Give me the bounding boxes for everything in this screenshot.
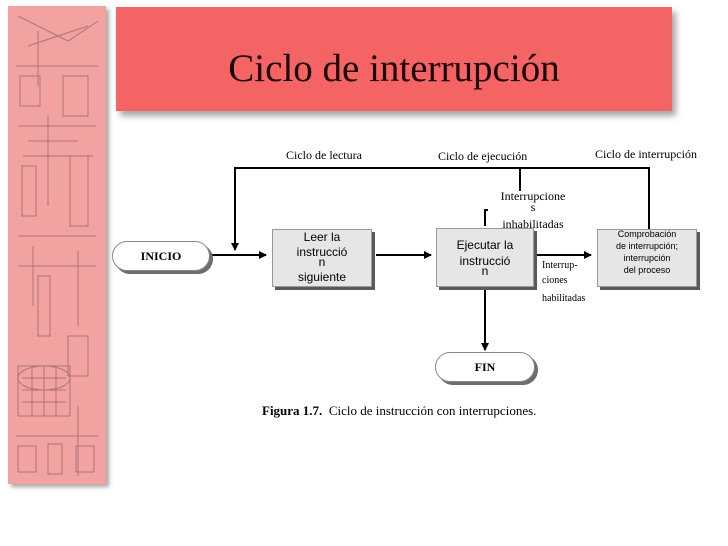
node-text-line: n	[481, 264, 489, 278]
phase-label-execute: Ciclo de ejecución	[438, 149, 528, 163]
phase-label-read: Ciclo de lectura	[286, 148, 362, 162]
node-text-line: Ejecutar la	[456, 238, 514, 252]
phase-label-interrupt: Ciclo de interrupción	[595, 147, 697, 161]
label-interrupts-enabled: Interrup- ciones habilitadas	[542, 258, 585, 306]
node-start: INICIO	[112, 241, 210, 271]
decorative-side-strip	[8, 6, 106, 484]
label-interrupts-disabled: Interrupcione s inhabilitadas	[488, 189, 578, 231]
figure-number: Figura 1.7.	[262, 403, 323, 418]
node-text-line: n	[318, 255, 326, 269]
title-banner: Ciclo de interrupción	[116, 7, 672, 111]
label-line: Interrupcione	[500, 189, 566, 203]
node-text-line: instrucció	[296, 245, 348, 259]
node-text-line: siguiente	[297, 270, 347, 284]
label-line: Interrup-	[542, 260, 578, 271]
node-end: FIN	[435, 352, 535, 382]
slide-title: Ciclo de interrupción	[228, 47, 560, 90]
node-text-line: Comprobación	[617, 229, 677, 239]
node-text-line: interrupción	[623, 253, 671, 263]
node-text-line: del proceso	[623, 265, 671, 275]
circuit-schematic-decoration	[16, 15, 99, 476]
node-interrupt-check: Comprobación de interrupción; interrupci…	[597, 229, 697, 287]
node-text-line: instrucció	[459, 254, 511, 268]
figure-caption: Figura 1.7. Ciclo de instrucción con int…	[262, 403, 536, 419]
node-text-line: de interrupción;	[615, 241, 679, 251]
arrow-check-loop-back	[231, 167, 650, 251]
node-text-line: Leer la	[303, 230, 341, 244]
label-line: habilitadas	[542, 293, 586, 304]
figure-caption-text: Ciclo de instrucción con interrupciones.	[328, 403, 537, 418]
node-fetch-instruction: Leer la instrucció n siguiente	[272, 229, 372, 287]
node-execute-instruction: Ejecutar la instrucció n	[436, 228, 534, 287]
label-line: inhabilitadas	[502, 217, 564, 231]
label-line: s	[530, 200, 536, 214]
label-line: ciones	[542, 275, 568, 286]
